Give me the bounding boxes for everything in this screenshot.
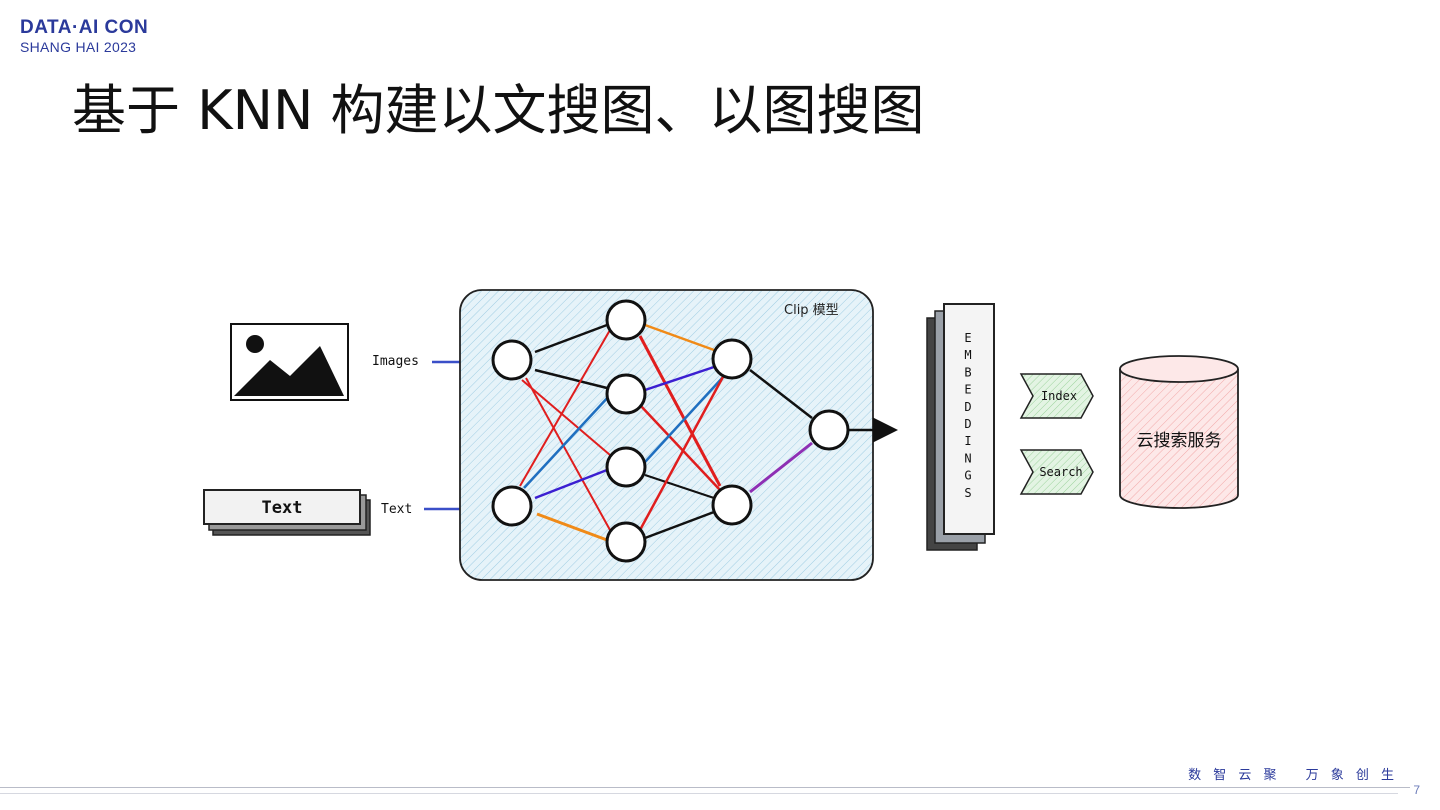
embeddings-letter: D: [964, 400, 971, 414]
logo-line-1: DATA·AI CON: [20, 17, 149, 38]
embeddings-letter: M: [964, 348, 971, 362]
embeddings-letter: E: [964, 383, 971, 397]
page-number: 7: [1413, 783, 1420, 797]
footer-slogan: 数 智 云 聚 万 象 创 生: [1188, 768, 1398, 783]
network-neurons: [491, 299, 850, 563]
embeddings-letter: S: [964, 486, 971, 500]
slide-title: 基于 KNN 构建以文搜图、以图搜图: [72, 79, 925, 142]
embeddings-letter: D: [964, 417, 971, 431]
database-label: 云搜索服务: [1137, 431, 1222, 451]
search-arrow: [1019, 449, 1094, 495]
database-cylinder: [1119, 355, 1239, 509]
embeddings-letter: N: [964, 451, 971, 465]
footer-divider-secondary: [0, 793, 1398, 794]
embeddings-letter: B: [964, 365, 971, 379]
index-arrow: [1019, 373, 1094, 419]
embeddings-letter: G: [964, 469, 971, 483]
text-card-label: Text: [262, 498, 303, 518]
embeddings-letter: I: [964, 434, 971, 448]
conference-logo: DATA·AI CON SHANG HAI 2023: [20, 18, 148, 56]
text-input-label: Text: [381, 502, 412, 517]
input-neuron-1: [491, 339, 533, 381]
hidden-neuron-3: [605, 446, 647, 488]
logo-line-2: SHANG HAI 2023: [20, 39, 137, 55]
hidden2-neuron-2: [711, 484, 753, 526]
network-connections: [519, 323, 898, 542]
search-label: Search: [1039, 465, 1082, 479]
output-neuron: [808, 409, 850, 451]
text-card-stack: [203, 489, 371, 536]
embeddings-stack: [926, 303, 995, 551]
hidden-neuron-4: [605, 521, 647, 563]
image-icon: [230, 323, 349, 401]
hidden-neuron-1: [605, 299, 647, 341]
hidden2-neuron-1: [711, 338, 753, 380]
footer-divider: [0, 787, 1410, 788]
embeddings-letter: E: [964, 331, 971, 345]
input-neuron-2: [491, 485, 533, 527]
clip-model-label: Clip 模型: [784, 303, 839, 318]
images-label: Images: [372, 354, 419, 369]
knn-search-diagram: Images Text Text Clip 模型: [203, 289, 1239, 581]
hidden-neuron-2: [605, 373, 647, 415]
index-label: Index: [1041, 389, 1077, 403]
